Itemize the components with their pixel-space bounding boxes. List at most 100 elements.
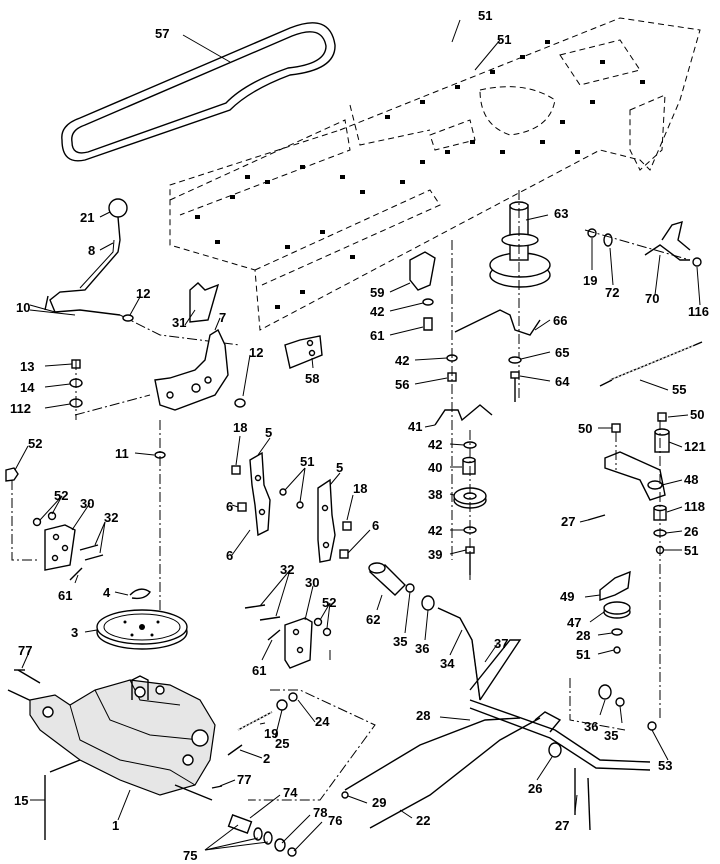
- label-63: 63: [554, 206, 568, 221]
- label-10: 10: [16, 300, 30, 315]
- label-35a: 35: [393, 634, 407, 649]
- label-4: 4: [103, 585, 111, 600]
- bushing-121: [654, 428, 670, 453]
- label-6b: 6: [226, 548, 233, 563]
- label-27b: 27: [555, 818, 569, 833]
- label-66: 66: [553, 313, 567, 328]
- label-26a: 26: [684, 524, 698, 539]
- label-65: 65: [555, 345, 569, 360]
- label-24: 24: [315, 714, 330, 729]
- label-25: 25: [275, 736, 289, 751]
- bracket-30b: [284, 617, 313, 669]
- bolt-50a: [611, 423, 621, 433]
- label-51a: 51: [478, 8, 492, 23]
- label-64: 64: [555, 374, 570, 389]
- bolt-61c: [267, 629, 281, 641]
- label-48: 48: [684, 472, 698, 487]
- label-19a: 19: [583, 273, 597, 288]
- label-3: 3: [71, 625, 78, 640]
- label-42a: 42: [370, 304, 384, 319]
- label-58: 58: [305, 371, 319, 386]
- label-118: 118: [684, 499, 705, 514]
- label-15: 15: [14, 793, 28, 808]
- label-51d: 51: [684, 543, 698, 558]
- shift-bracket: [74, 328, 229, 416]
- nut-53: [647, 721, 657, 731]
- rod-41: [434, 404, 493, 426]
- bolt-50b: [657, 412, 667, 422]
- label-61a: 61: [370, 328, 384, 343]
- label-51b: 51: [497, 32, 511, 47]
- tension-spring-55: [599, 341, 703, 387]
- nut-52c1: [313, 617, 323, 627]
- label-38: 38: [428, 487, 442, 502]
- bolt-6a: [237, 502, 247, 512]
- label-30a: 30: [80, 496, 94, 511]
- nut-19a: [587, 228, 597, 238]
- bracket-48: [604, 451, 666, 501]
- label-57: 57: [155, 26, 169, 41]
- nut-52b1: [32, 517, 42, 527]
- label-49: 49: [560, 589, 574, 604]
- label-42b: 42: [395, 353, 409, 368]
- label-26b: 26: [528, 781, 542, 796]
- label-59: 59: [370, 285, 384, 300]
- label-35b: 35: [604, 728, 618, 743]
- label-61b: 61: [58, 588, 72, 603]
- idler-pulley-47: [603, 601, 631, 619]
- label-41: 41: [408, 419, 422, 434]
- label-6c: 6: [372, 518, 379, 533]
- nut-52b2: [47, 511, 57, 521]
- label-12b: 12: [249, 345, 263, 360]
- label-75: 75: [183, 848, 197, 863]
- washer-28a: [611, 628, 623, 636]
- drive-belt: [61, 22, 336, 162]
- label-61c: 61: [252, 663, 266, 678]
- label-2: 2: [263, 751, 270, 766]
- label-70: 70: [645, 291, 659, 306]
- label-32a: 32: [104, 510, 118, 525]
- label-34: 34: [440, 656, 455, 671]
- label-37: 37: [494, 636, 508, 651]
- nut-52a: [5, 467, 19, 482]
- label-50b: 50: [690, 407, 704, 422]
- label-55: 55: [672, 382, 686, 397]
- bolt-27a: [587, 514, 606, 521]
- label-28b: 28: [416, 708, 430, 723]
- label-7: 7: [219, 310, 226, 325]
- label-29: 29: [372, 795, 386, 810]
- label-14: 14: [20, 380, 35, 395]
- bolt-27b: [574, 768, 591, 831]
- label-19b: 19: [264, 726, 278, 741]
- label-72: 72: [605, 285, 619, 300]
- transmission-pulley-3: [96, 609, 188, 650]
- spring-bracket-70: [644, 220, 702, 267]
- pulley-assembly-63: [489, 190, 551, 400]
- bolt-61b: [69, 567, 83, 581]
- bracket-49: [599, 570, 631, 601]
- label-32b: 32: [280, 562, 294, 577]
- plate-31: [189, 282, 220, 323]
- label-39: 39: [428, 547, 442, 562]
- label-22: 22: [416, 813, 430, 828]
- nut-51c2: [296, 501, 304, 509]
- spring-2: [227, 744, 243, 756]
- label-18a: 18: [233, 420, 247, 435]
- label-56: 56: [395, 377, 409, 392]
- nut-51e: [613, 646, 621, 654]
- label-1: 1: [112, 818, 119, 833]
- label-42c: 42: [428, 437, 442, 452]
- nut-35a: [405, 583, 415, 593]
- label-13: 13: [20, 359, 34, 374]
- bracket-5b: [317, 478, 336, 563]
- label-77b: 77: [237, 772, 251, 787]
- washer-36b: [598, 684, 612, 700]
- label-77a: 77: [18, 643, 32, 658]
- label-52b: 52: [54, 488, 68, 503]
- shift-lever: [44, 198, 241, 346]
- part-labels: 57 51 51 21 8 12 10 31 7 13 14 112 12 63…: [10, 8, 709, 863]
- nut-19b: [276, 699, 288, 711]
- leader-lines: [14, 19, 701, 852]
- bolt-32a2: [84, 554, 104, 561]
